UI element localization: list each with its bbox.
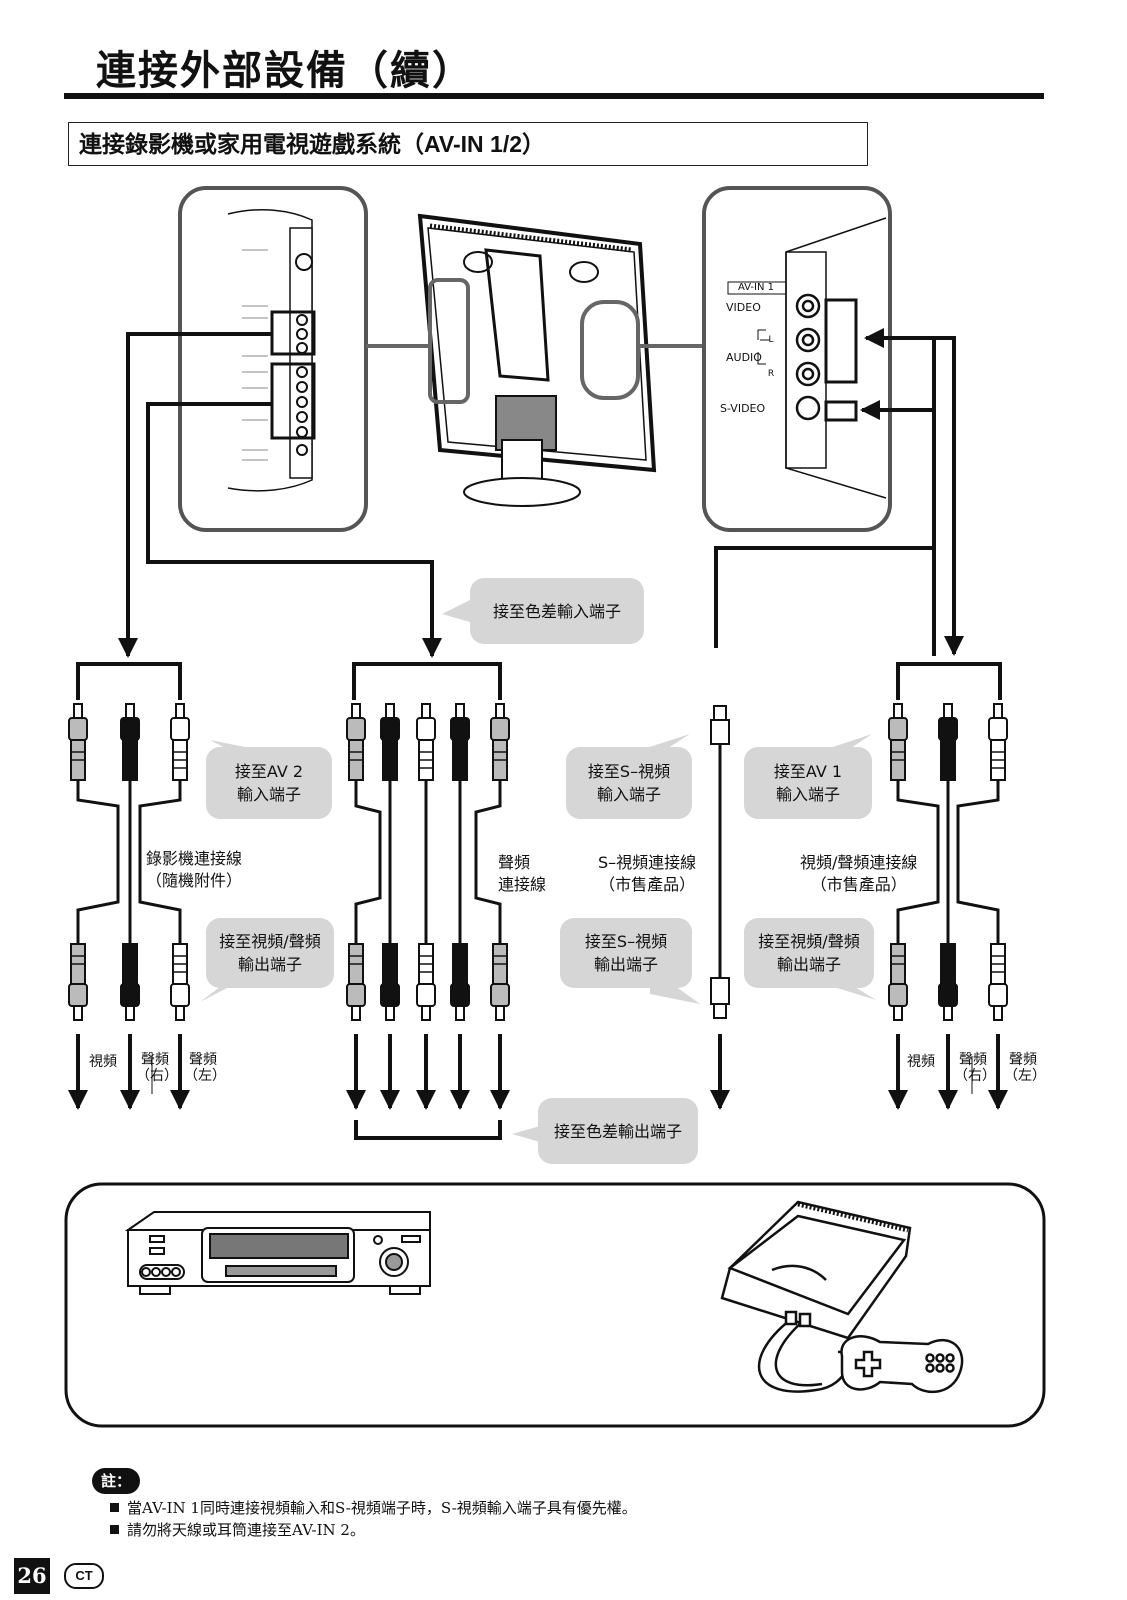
note-badge: 註： [92,1468,140,1494]
callout-component-in: 接至色差輸入端子 [470,578,644,644]
svideo-cable-label: S–視頻連接線（市售產品） [598,853,697,894]
left-terminal-panel [178,186,368,532]
section-title-en: AV-IN 1/2 [424,131,522,157]
r-label: R [767,369,775,379]
svideo-plugs [710,705,730,1019]
right-terminal-panel [702,186,892,532]
tv-back-illustration [417,213,657,507]
section-title-end: ） [522,132,545,158]
game-console-illustration [720,1200,964,1394]
page-number: 26 [14,1558,50,1594]
note-item: 請勿將天線或耳筒連接至AV-IN 2。 [110,1520,365,1540]
cables [76,740,1000,980]
video-label: VIDEO [726,301,761,314]
plug-label-audio-l-left: 聲頻（左） [184,1052,226,1084]
bottom-bracket [354,1120,502,1140]
av-cable-label: 視頻/聲頻連接線（市售產品） [800,853,918,894]
plug-label-audio-r-left: 聲頻（右） [136,1052,178,1084]
av-in1-label: AV-IN 1 [737,282,775,293]
audio-label: AUDIO [726,351,762,364]
plug-label-video-left: 視頻 [89,1054,117,1070]
section-title: 連接錄影機或家用電視遊戲系統（AV-IN 1/2） [68,122,868,166]
bottom-arrows [68,1034,1008,1110]
section-title-zh: 連接錄影機或家用電視遊戲系統（ [79,132,424,158]
plug-label-audio-l-right: 聲頻（左） [1004,1052,1046,1084]
audio-cable-label: 聲頻連接線 [498,853,547,894]
l-label: L [768,335,774,345]
routing-lines [118,328,936,658]
language-badge: CT [64,1563,104,1589]
callout-svideo-out: 接至S–視頻輸出端子 [560,918,692,988]
top-brackets [76,662,1002,700]
vcr-cable-label: 錄影機連接線（隨機附件） [146,849,243,890]
callout-av-out-right: 接至視頻/聲頻輸出端子 [744,918,874,988]
plug-label-video-right: 視頻 [907,1054,935,1070]
callout-svideo-in: 接至S–視頻輸入端子 [566,747,692,819]
note-item: 當AV-IN 1同時連接視頻輸入和S-視頻端子時，S-視頻輸入端子具有優先權。 [110,1498,637,1518]
plug-label-audio-r-right: 聲頻（右） [954,1052,996,1084]
title-rule [64,93,1044,99]
vcr-illustration [124,1211,431,1295]
callout-av-out-left: 接至視頻/聲頻輸出端子 [206,918,334,988]
svideo-label: S-VIDEO [720,402,766,415]
page-title: 連接外部設備（續） [96,48,474,94]
callout-component-out: 接至色差輸出端子 [538,1098,698,1164]
divider-lines [151,1056,973,1094]
